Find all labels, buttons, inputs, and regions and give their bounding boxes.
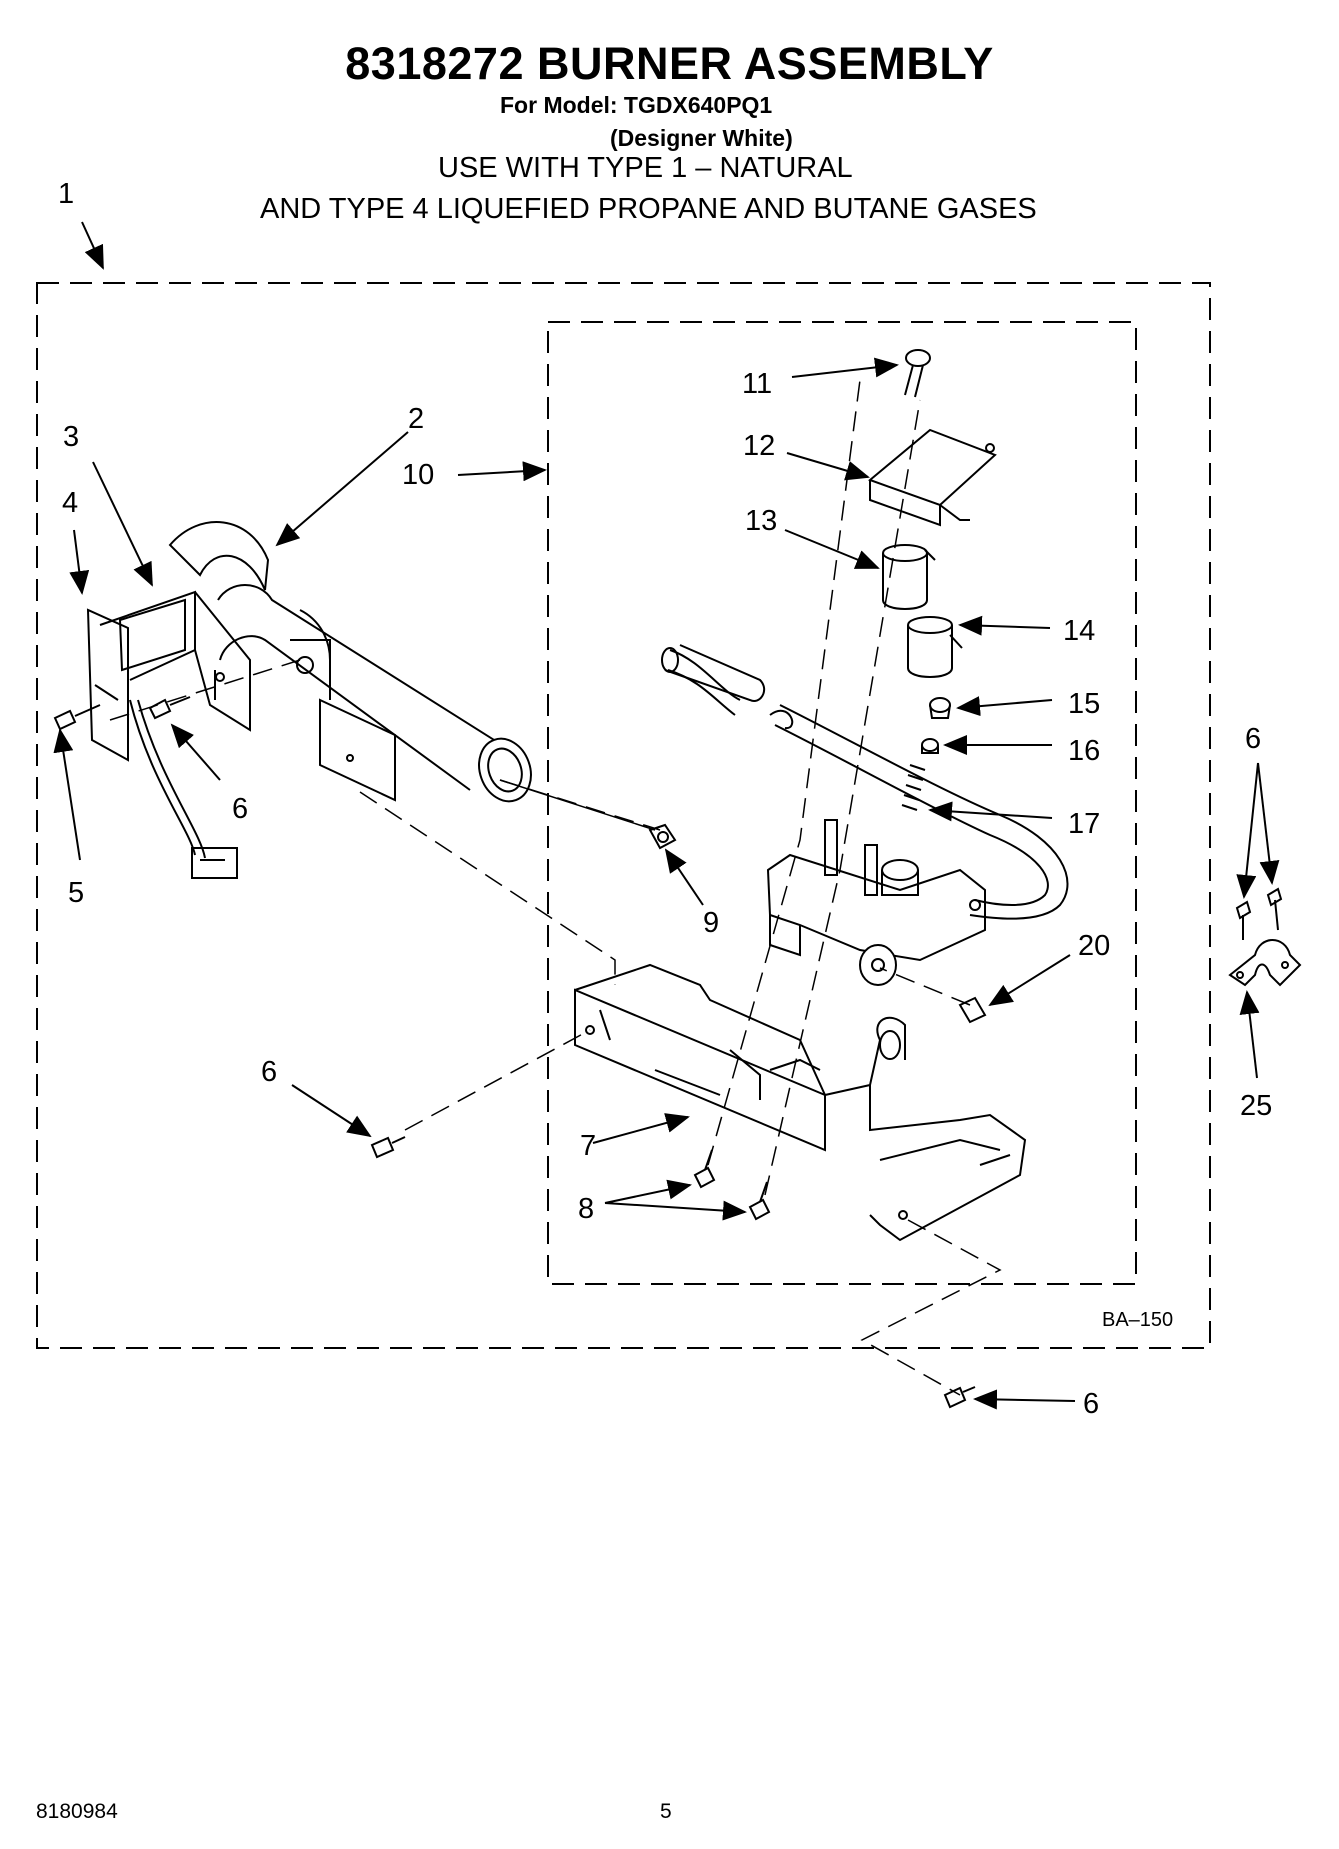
callout-2: 2: [408, 403, 424, 435]
color-line: (Designer White): [610, 125, 793, 151]
screw-6-lower: [370, 1136, 976, 1409]
callout-3: 3: [63, 421, 79, 453]
callout-25: 25: [1240, 1090, 1272, 1122]
regulator-parts: [901, 697, 951, 811]
igniter-bracket: [86, 590, 251, 879]
callout-6a: 6: [232, 793, 248, 825]
callout-20: 20: [1078, 930, 1110, 962]
page-title: 8318272 BURNER ASSEMBLY: [345, 38, 994, 89]
burner-tube: [168, 521, 532, 803]
callout-6d: 6: [1245, 723, 1261, 755]
callout-13: 13: [745, 505, 777, 537]
callout-5: 5: [68, 877, 84, 909]
valve-assembly-boundary: [547, 321, 1137, 1285]
callout-12: 12: [743, 430, 775, 462]
assembly-lines: [109, 379, 1002, 1396]
diagram-code: BA–150: [1102, 1309, 1173, 1331]
valve-coils: [882, 544, 963, 678]
leader-arrows: [53, 221, 1280, 1410]
outer-assembly-boundary: [36, 282, 1211, 1349]
callout-8: 8: [578, 1193, 594, 1225]
callout-6b: 6: [261, 1056, 277, 1088]
burner-mounting-bracket: [574, 963, 1027, 1242]
callout-15: 15: [1068, 688, 1100, 720]
callout-16: 16: [1068, 735, 1100, 767]
callout-11: 11: [742, 368, 772, 400]
gas-line-tube: [661, 644, 1069, 920]
callout-14: 14: [1063, 615, 1095, 647]
callout-17: 17: [1068, 808, 1100, 840]
gas-valve: [648, 819, 986, 986]
callout-6c: 6: [1083, 1388, 1099, 1420]
connector-20: [958, 996, 987, 1024]
callout-4: 4: [62, 487, 78, 519]
callout-7: 7: [580, 1130, 596, 1162]
document-number: 8180984: [36, 1800, 118, 1823]
callout-10: 10: [402, 459, 434, 491]
callout-9: 9: [703, 907, 719, 939]
tube-clamp: [1228, 887, 1302, 987]
coil-cover-bracket: [868, 428, 997, 527]
page-number: 5: [660, 1800, 672, 1823]
model-line: For Model: TGDX640PQ1: [500, 92, 773, 118]
screw-11: [904, 349, 931, 398]
assembly-lines-long-dash: [499, 779, 656, 831]
type-line-1: USE WITH TYPE 1 – NATURAL: [438, 152, 853, 184]
callout-1: 1: [58, 178, 74, 210]
type-line-2: AND TYPE 4 LIQUEFIED PROPANE AND BUTANE …: [260, 193, 1037, 225]
screw-6-bracket: [53, 696, 191, 731]
